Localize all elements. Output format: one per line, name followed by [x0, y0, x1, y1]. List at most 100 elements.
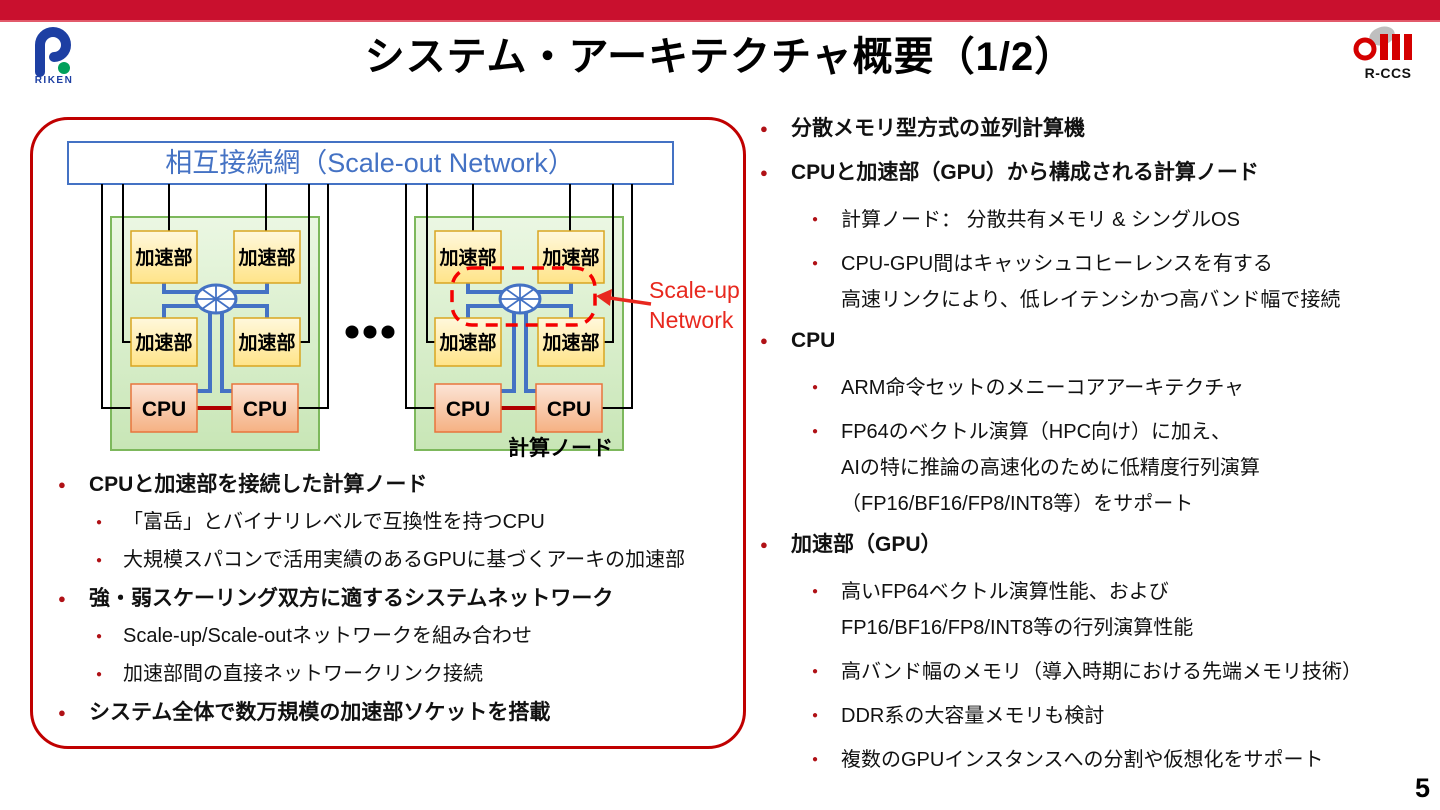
accelerator-label: 加速部	[134, 331, 192, 354]
scale-out-network-box	[67, 141, 674, 185]
rccs-bar-icon	[1392, 34, 1400, 60]
cpu-label: CPU	[243, 398, 287, 421]
bullet-text: 強・弱スケーリング双方に適するシステムネットワーク	[89, 587, 614, 610]
page-number: 5	[1414, 773, 1430, 803]
riken-logo: RIKEN	[35, 27, 74, 84]
bullet-icon: ●	[812, 214, 819, 225]
bullet-icon: ●	[760, 537, 768, 552]
scale-out-links	[405, 184, 633, 409]
bullet-text: CPUと加速部（GPU）から構成される計算ノード	[791, 161, 1259, 184]
riken-green-dot-icon	[58, 62, 70, 74]
bullet-text: FP64のベクトル演算（HPC向け）に加え、	[841, 421, 1232, 443]
bullet-icon: ●	[812, 382, 819, 393]
bullet-item: ● CPUと加速部を接続した計算ノード	[58, 470, 738, 499]
riken-r-icon	[35, 27, 71, 77]
compute-node-1: 加速部 加速部 加速部 加速部 CPU CPU	[101, 184, 329, 451]
compute-node-2: 加速部 加速部 加速部 加速部 CPU CPU	[405, 184, 633, 451]
scale-out-links	[101, 184, 329, 409]
bullet-text: 大規模スパコンで活用実績のあるGPUに基づくアーキの加速部	[123, 549, 686, 571]
bullet-icon: ●	[760, 121, 768, 136]
riken-logo-text: RIKEN	[35, 75, 74, 84]
scale-up-links	[162, 283, 269, 393]
scale-up-network-outline	[450, 266, 597, 327]
scale-up-network-label: Network	[649, 307, 734, 333]
bullet-text: DDR系の大容量メモリも検討	[841, 705, 1105, 727]
bullet-item: ● 分散メモリ型方式の並列計算機	[760, 114, 1436, 144]
bullet-icon: ●	[96, 517, 103, 528]
bullet-item: ● DDR系の大容量メモリも検討	[812, 698, 1436, 734]
bullet-text: システム全体で数万規模の加速部ソケットを搭載	[89, 701, 551, 724]
bullet-text: 分散メモリ型方式の並列計算機	[791, 117, 1085, 140]
bullet-icon: ●	[96, 631, 103, 642]
bullet-item: ● ARM命令セットのメニーコアアーキテクチャ	[812, 370, 1436, 406]
accelerator-box	[537, 230, 605, 284]
bullet-text: 計算ノード： 分散共有メモリ & シングルOS	[841, 209, 1240, 231]
rccs-bar-icon	[1404, 34, 1412, 60]
switch-hub-icon	[194, 283, 238, 315]
top-red-bar-stripe	[0, 20, 1440, 22]
bullet-text: 加速部（GPU）	[791, 533, 942, 556]
bullet-icon: ●	[812, 426, 819, 437]
scale-out-network-label: 相互接続網（Scale-out Network）	[165, 148, 575, 178]
accelerator-box	[130, 317, 198, 367]
rccs-bar-icon	[1380, 34, 1388, 60]
bullet-text: 高速リンクにより、低レイテンシかつ高バンド幅で接続	[841, 289, 1341, 311]
accelerator-label: 加速部	[438, 331, 496, 354]
accelerator-label: 加速部	[134, 246, 192, 269]
bullet-icon: ●	[760, 165, 768, 180]
bullet-icon: ●	[96, 555, 103, 566]
slide-title: システム・アーキテクチャ概要（1/2）	[364, 35, 1076, 79]
bullet-text: （FP16/BF16/FP8/INT8等）をサポート	[841, 493, 1194, 515]
bullet-icon: ●	[812, 258, 819, 269]
accelerator-label: 加速部	[237, 331, 295, 354]
rccs-red-ring-icon	[1353, 37, 1377, 61]
architecture-diagram: 相互接続網（Scale-out Network）	[67, 141, 740, 460]
cpu-label: CPU	[547, 398, 591, 421]
bullet-text: CPU	[791, 329, 836, 352]
architecture-panel: 相互接続網（Scale-out Network）	[30, 117, 746, 749]
bullet-item: ● 複数のGPUインスタンスへの分割や仮想化をサポート	[812, 742, 1436, 778]
left-bullet-list: ● CPUと加速部を接続した計算ノード ● 「富岳」とバイナリレベルで互換性を持…	[58, 470, 738, 736]
accelerator-box	[434, 230, 502, 284]
right-bullet-list: ● 分散メモリ型方式の並列計算機 ● CPUと加速部（GPU）から構成される計算…	[760, 114, 1436, 786]
bullet-icon: ●	[58, 477, 66, 492]
ellipsis-icon	[345, 325, 395, 339]
bullet-item: ● 強・弱スケーリング双方に適するシステムネットワーク	[58, 584, 738, 613]
bullet-text: Scale-up/Scale-outネットワークを組み合わせ	[123, 625, 532, 647]
bullet-item: ● 計算ノード： 分散共有メモリ & シングルOS	[812, 202, 1436, 238]
bullet-text: FP16/BF16/FP8/INT8等の行列演算性能	[841, 617, 1194, 639]
cpu-box	[535, 383, 603, 433]
bullet-item: ● FP64のベクトル演算（HPC向け）に加え、 AIの特に推論の高速化のために…	[812, 414, 1436, 522]
bullet-item: ● システム全体で数万規模の加速部ソケットを搭載	[58, 698, 738, 727]
top-red-bar	[0, 0, 1440, 20]
scale-up-network-label: Scale-up	[649, 277, 740, 303]
bullet-text: ARM命令セットのメニーコアアーキテクチャ	[841, 377, 1245, 399]
bullet-icon: ●	[812, 710, 819, 721]
bullet-item: ● 高いFP64ベクトル演算性能、および FP16/BF16/FP8/INT8等…	[812, 574, 1436, 646]
accelerator-box	[233, 317, 301, 367]
bullet-item: ● 加速部間の直接ネットワークリンク接続	[96, 660, 738, 689]
accelerator-label: 加速部	[541, 331, 599, 354]
bullet-item: ● CPU	[760, 326, 1436, 356]
bullet-item: ● 「富岳」とバイナリレベルで互換性を持つCPU	[96, 508, 738, 537]
bullet-text: 「富岳」とバイナリレベルで互換性を持つCPU	[123, 511, 545, 533]
bullet-text: 高いFP64ベクトル演算性能、および	[841, 581, 1169, 603]
bullet-icon: ●	[58, 591, 66, 606]
switch-hub-icon	[498, 283, 542, 315]
scale-up-arrow-icon	[596, 289, 652, 306]
bullet-icon: ●	[760, 333, 768, 348]
bullet-item: ● 高バンド幅のメモリ（導入時期における先端メモリ技術）	[812, 654, 1436, 690]
accelerator-box	[233, 230, 301, 284]
cpu-label: CPU	[142, 398, 186, 421]
bullet-text: CPUと加速部を接続した計算ノード	[89, 473, 428, 496]
bullet-icon: ●	[812, 666, 819, 677]
bullet-item: ● Scale-up/Scale-outネットワークを組み合わせ	[96, 622, 738, 651]
bullet-text: 加速部間の直接ネットワークリンク接続	[123, 663, 483, 685]
cpu-box	[130, 383, 198, 433]
rccs-logo-text: R-CCS	[1365, 65, 1412, 81]
bullet-icon: ●	[812, 754, 819, 765]
scale-up-links	[466, 283, 573, 393]
bullet-text: 複数のGPUインスタンスへの分割や仮想化をサポート	[841, 749, 1324, 771]
compute-node-label: 計算ノード	[508, 436, 613, 460]
